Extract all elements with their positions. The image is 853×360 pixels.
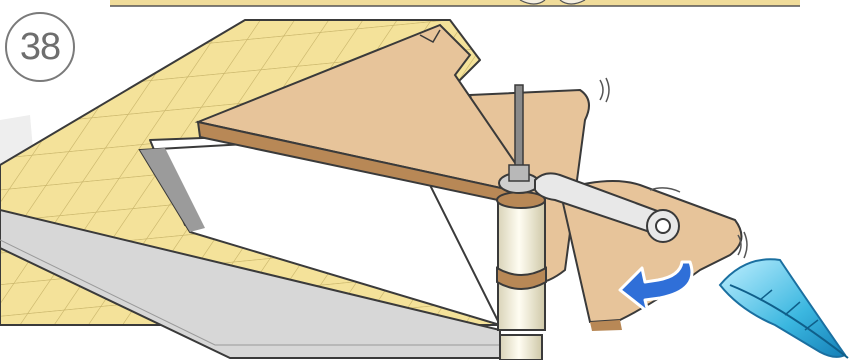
step-number-badge: 38 (5, 12, 75, 82)
support-post (497, 192, 546, 360)
feather-icon (720, 259, 848, 358)
step-number: 38 (20, 26, 60, 69)
previous-step-strip (110, 0, 800, 6)
